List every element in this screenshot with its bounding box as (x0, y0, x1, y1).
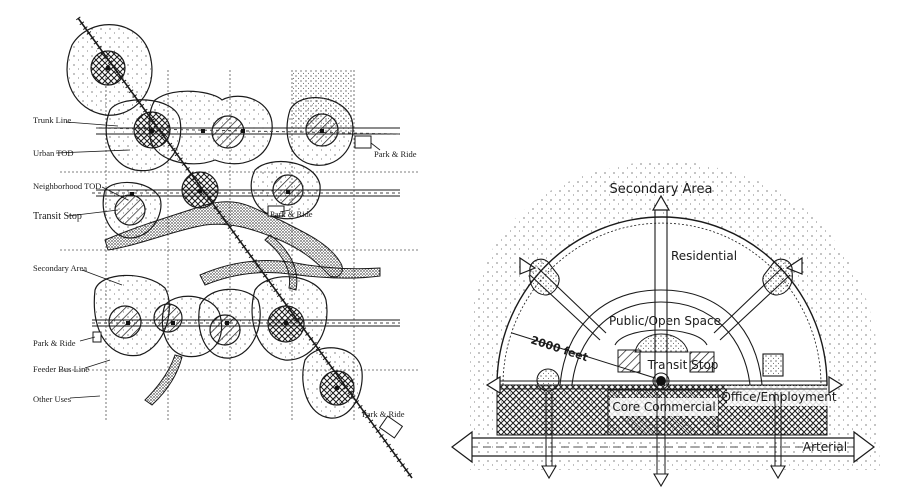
transit-stop-marker (656, 376, 666, 386)
regional-tod-diagram: Trunk Line Urban TOD Neighborhood TOD Tr… (33, 16, 420, 480)
label-feeder-bus-line: Feeder Bus Line (33, 364, 89, 374)
park-ride-lots (92, 135, 404, 439)
label-park-ride-mid: Park & Ride (270, 209, 313, 219)
label-park-ride-top: Park & Ride (374, 149, 417, 159)
transit-stops (105, 65, 340, 391)
label-transit-stop: Transit Stop (33, 211, 82, 222)
label-office-employment: Office/Employment (721, 390, 836, 404)
label-arterial: Arterial (803, 440, 847, 454)
tod-boundary (496, 216, 828, 386)
arterial-road (470, 437, 856, 457)
label-public-open-space: Public/Open Space (609, 314, 721, 328)
label-park-ride-bottom: Park & Ride (362, 409, 405, 419)
core-commercial-label-bg (610, 398, 718, 416)
label-urban-tod: Urban TOD (33, 148, 74, 158)
hatched-block-left (617, 349, 641, 373)
trunk-line (75, 16, 415, 480)
pocket-parks (529, 258, 793, 392)
label-core-commercial: Core Commercial (612, 400, 715, 414)
label-residential: Residential (671, 249, 737, 263)
office-label-bg (727, 386, 831, 406)
greenways (104, 201, 381, 406)
label-neighborhood-tod: Neighborhood TOD (33, 181, 101, 191)
label-leaders (55, 121, 381, 399)
feeder-bus-lines (92, 127, 401, 327)
hatched-block-right (689, 351, 715, 373)
label-trunk-line: Trunk Line (33, 115, 71, 125)
arterial-arrows (451, 430, 875, 464)
radius-line (511, 332, 656, 379)
label-transit-stop-right: Transit Stop (647, 358, 719, 372)
label-other-uses: Other Uses (33, 394, 71, 404)
street-arrows (485, 194, 844, 395)
label-secondary-area-right: Secondary Area (610, 182, 713, 197)
public-open-space (634, 333, 689, 353)
label-secondary-area: Secondary Area (33, 263, 87, 273)
label-park-ride-left: Park & Ride (33, 338, 76, 348)
tod-site-diagram: Secondary Area Residential Public/Open S… (451, 160, 880, 488)
